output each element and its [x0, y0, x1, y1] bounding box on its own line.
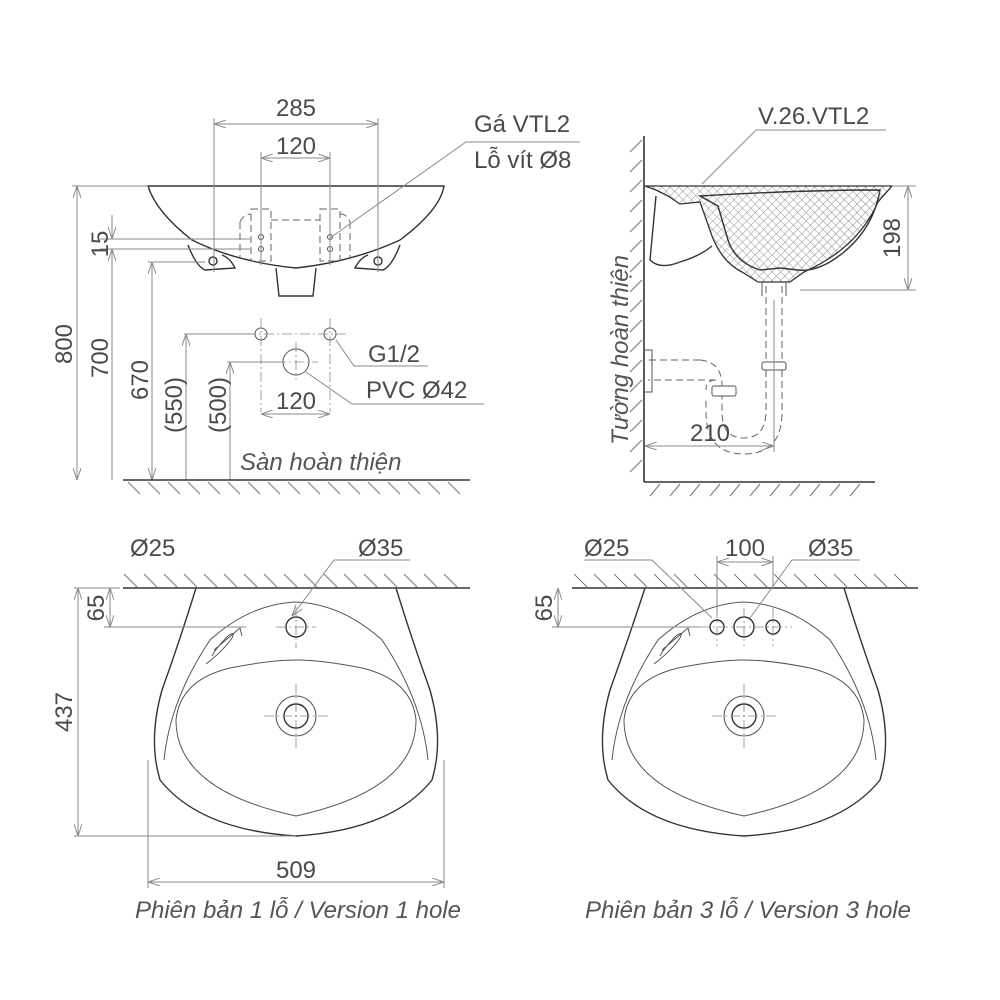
label-100: 100	[725, 535, 765, 562]
caption-1-hole: Phiên bản 1 lỗ / Version 1 hole	[135, 896, 461, 924]
drain-pipe-front	[275, 267, 317, 297]
basin-front-foot-left	[187, 244, 237, 271]
dim-15-label: 15	[87, 231, 114, 258]
callout-pvc-label: PVC Ø42	[366, 377, 467, 404]
dim-437: 437	[51, 692, 78, 732]
dim-550-label: (550)	[161, 377, 188, 433]
wall-hatch	[629, 139, 643, 473]
basin-front-foot-right	[353, 244, 401, 271]
dim-800-label: 800	[51, 324, 78, 364]
label-d35-1: Ø35	[358, 535, 403, 562]
dim-285-label: 285	[276, 95, 316, 122]
dim-500-label: (500)	[205, 377, 232, 433]
label-d25-1: Ø25	[130, 535, 175, 562]
dim-509: 509	[276, 857, 316, 884]
basin-outline-3	[601, 587, 887, 837]
dim-210-label: 210	[690, 420, 730, 447]
caption-3-hole: Phiên bản 3 lỗ / Version 3 hole	[585, 896, 911, 924]
floor-hatch	[127, 481, 461, 495]
dim-120-top-label: 120	[276, 133, 316, 160]
callout-screw-label: Lỗ vít Ø8	[474, 147, 571, 174]
dim-670-label: 670	[127, 360, 154, 400]
model-label: V.26.VTL2	[758, 103, 869, 130]
dim-198-label: 198	[879, 218, 906, 258]
label-d25-3: Ø25	[584, 535, 629, 562]
top-view-3-hole: 100 Ø25 Ø35 65 Phiên bản 3 lỗ / Version …	[531, 535, 918, 924]
wall-label: Tường hoàn thiện	[607, 255, 634, 445]
dim-65-3: 65	[531, 595, 558, 622]
floor-label: Sàn hoàn thiện	[240, 449, 401, 476]
label-d35-3: Ø35	[808, 535, 853, 562]
side-view: Tường hoàn thiện V.26.VTL2 198 210	[607, 103, 916, 497]
dim-700-label: 700	[87, 338, 114, 378]
callout-bracket-label: Gá VTL2	[474, 111, 570, 138]
top-view-1-hole: Ø25 Ø35 65 437 509 Phiên bản 1 lỗ / Vers…	[51, 535, 470, 924]
dim-65-1: 65	[83, 595, 110, 622]
basin-front-outline	[147, 185, 445, 269]
front-view: 285 120 Gá VTL2 Lỗ vít Ø8 800 15 700 670…	[51, 95, 580, 495]
callout-g12-label: G1/2	[368, 341, 420, 368]
dim-120-bottom-label: 120	[276, 388, 316, 415]
basin-section	[644, 185, 894, 283]
